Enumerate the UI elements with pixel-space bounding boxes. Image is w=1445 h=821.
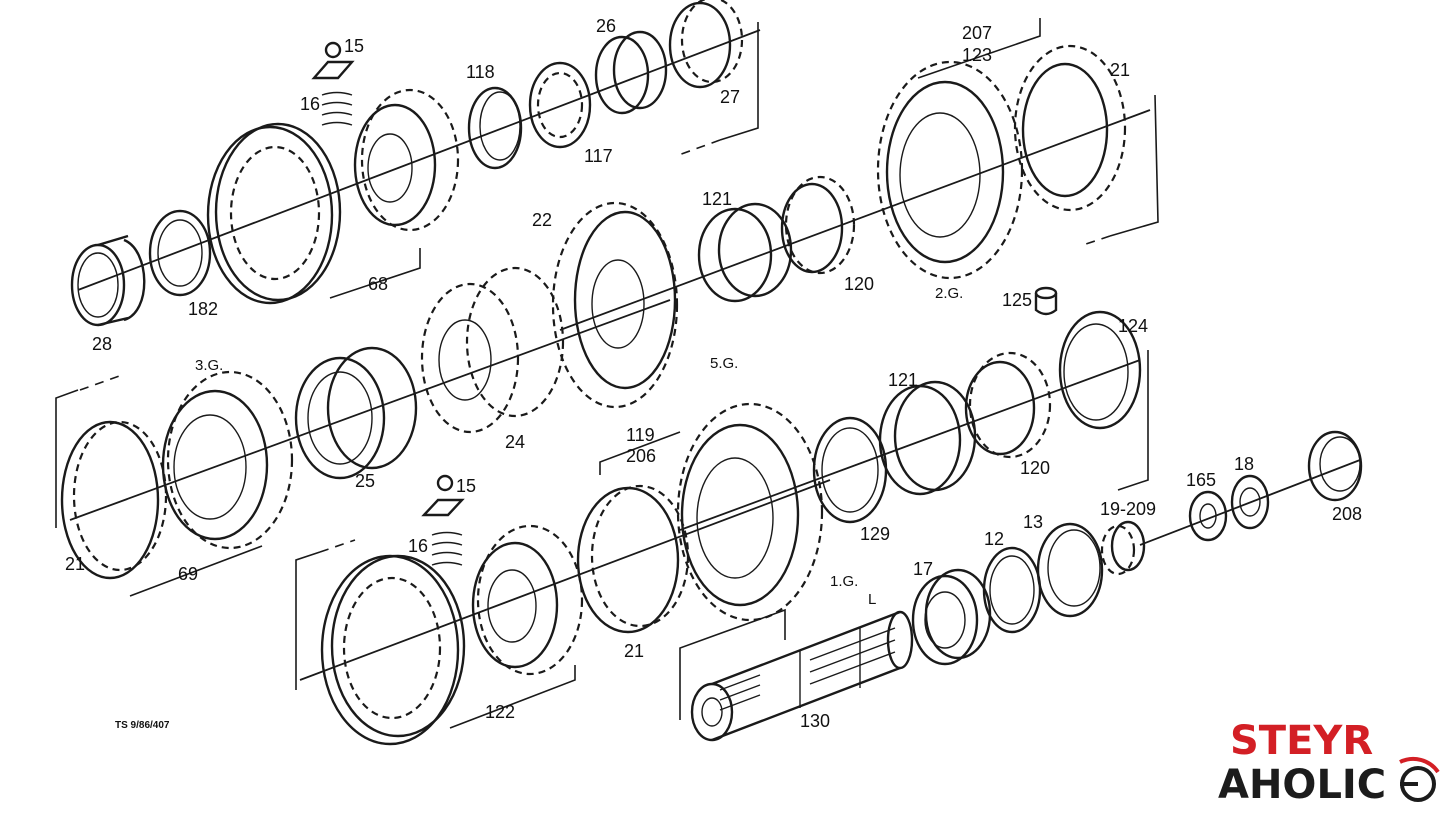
- part-25-bush: [294, 346, 418, 480]
- label-16-top: 16: [300, 94, 320, 114]
- label-24: 24: [505, 432, 525, 452]
- label-69: 69: [178, 564, 198, 584]
- part-28-bearing: [70, 234, 146, 327]
- label-123: 123: [962, 45, 992, 65]
- part-125-pin: [1034, 286, 1058, 316]
- label-L: L: [868, 591, 876, 608]
- label-16-bottom: 16: [408, 536, 428, 556]
- label-121-top: 121: [702, 189, 732, 209]
- label-25: 25: [355, 471, 375, 491]
- part-69-gear-3g: [161, 370, 294, 550]
- part-120-needle-bottom: [964, 351, 1052, 459]
- steyraholic-logo: STEYR AHOLIC: [1218, 718, 1440, 808]
- label-122: 122: [485, 702, 515, 722]
- brackets: [55, 18, 1159, 729]
- part-27-needle-bearing: [668, 0, 744, 89]
- label-19-209: 19-209: [1100, 499, 1156, 519]
- shaft-axes: [69, 29, 1361, 681]
- part-129-ring: [812, 416, 888, 524]
- part-18-nut: [1230, 474, 1270, 530]
- label-120-top: 120: [844, 274, 874, 294]
- part-22-gear: [551, 201, 679, 409]
- label-22: 22: [532, 210, 552, 230]
- label-125: 125: [1002, 290, 1032, 310]
- label-165: 165: [1186, 470, 1216, 490]
- label-13: 13: [1023, 512, 1043, 532]
- label-21-left: 21: [65, 554, 85, 574]
- logo-target-icon: [1399, 756, 1440, 802]
- part-206-synchro: [576, 484, 690, 634]
- label-2g: 2.G.: [935, 285, 963, 302]
- label-118: 118: [466, 62, 495, 82]
- label-129: 129: [860, 524, 890, 544]
- callout-labels: 15 16 26 118 27 117 68 28 182 207 123 21…: [65, 16, 1362, 731]
- label-119: 119: [626, 425, 655, 445]
- part-165-washer: [1188, 490, 1228, 542]
- part-68-sleeve: [206, 122, 342, 305]
- part-130-mainshaft: [690, 610, 914, 742]
- part-15-16-detent: [311, 41, 355, 126]
- part-117-synchro-ring: [528, 61, 592, 149]
- part-17-bearing: [911, 568, 992, 666]
- part-121-bush-top: [697, 202, 793, 303]
- label-120-bottom: 120: [1020, 458, 1050, 478]
- label-121-bottom: 121: [888, 370, 918, 390]
- label-1g: 1.G.: [830, 573, 858, 590]
- part-121-bush-bottom: [878, 380, 977, 496]
- drawing-reference: TS 9/86/407: [115, 720, 170, 731]
- part-119-gear-1g: [676, 402, 824, 622]
- label-26: 26: [596, 16, 616, 36]
- part-synchro-hub-bottom: [471, 524, 584, 676]
- label-68: 68: [368, 274, 388, 294]
- label-15-bottom: 15: [456, 476, 476, 496]
- label-15-top: 15: [344, 36, 364, 56]
- label-208: 208: [1332, 504, 1362, 524]
- label-206: 206: [626, 446, 656, 466]
- label-3g: 3.G.: [195, 357, 223, 374]
- label-21-top: 21: [1110, 60, 1130, 80]
- label-117: 117: [584, 146, 613, 166]
- part-13-snap-ring: [1036, 522, 1104, 618]
- label-130: 130: [800, 711, 830, 731]
- part-12-ring: [982, 546, 1042, 634]
- label-207: 207: [962, 23, 992, 43]
- label-12: 12: [984, 529, 1004, 549]
- part-26-bush: [594, 30, 668, 115]
- label-124: 124: [1118, 316, 1148, 336]
- logo-line-aholic: AHOLIC: [1218, 762, 1386, 808]
- label-18: 18: [1234, 454, 1254, 474]
- logo-line-steyr: STEYR: [1230, 718, 1373, 764]
- part-19-209-bearing: [1100, 520, 1146, 576]
- part-118-ring: [467, 86, 523, 170]
- label-28: 28: [92, 334, 112, 354]
- label-27: 27: [720, 87, 740, 107]
- part-15-16-detent-bottom: [421, 474, 465, 566]
- label-21-bottom: 21: [624, 641, 644, 661]
- part-21-synchro-left: [60, 420, 168, 580]
- part-124-ring: [1058, 310, 1142, 430]
- label-182: 182: [188, 299, 218, 319]
- part-synchro-hub-top: [353, 88, 460, 232]
- part-122-sleeve: [320, 554, 466, 746]
- label-5g: 5.G.: [710, 355, 738, 372]
- label-17: 17: [913, 559, 933, 579]
- part-208-seal: [1307, 430, 1363, 502]
- part-120-needle-top: [780, 175, 856, 275]
- part-123-gear-2g: [876, 60, 1024, 280]
- part-24-gear: [420, 266, 565, 434]
- part-21-synchro-top: [1013, 44, 1127, 212]
- part-182-ring: [148, 209, 212, 297]
